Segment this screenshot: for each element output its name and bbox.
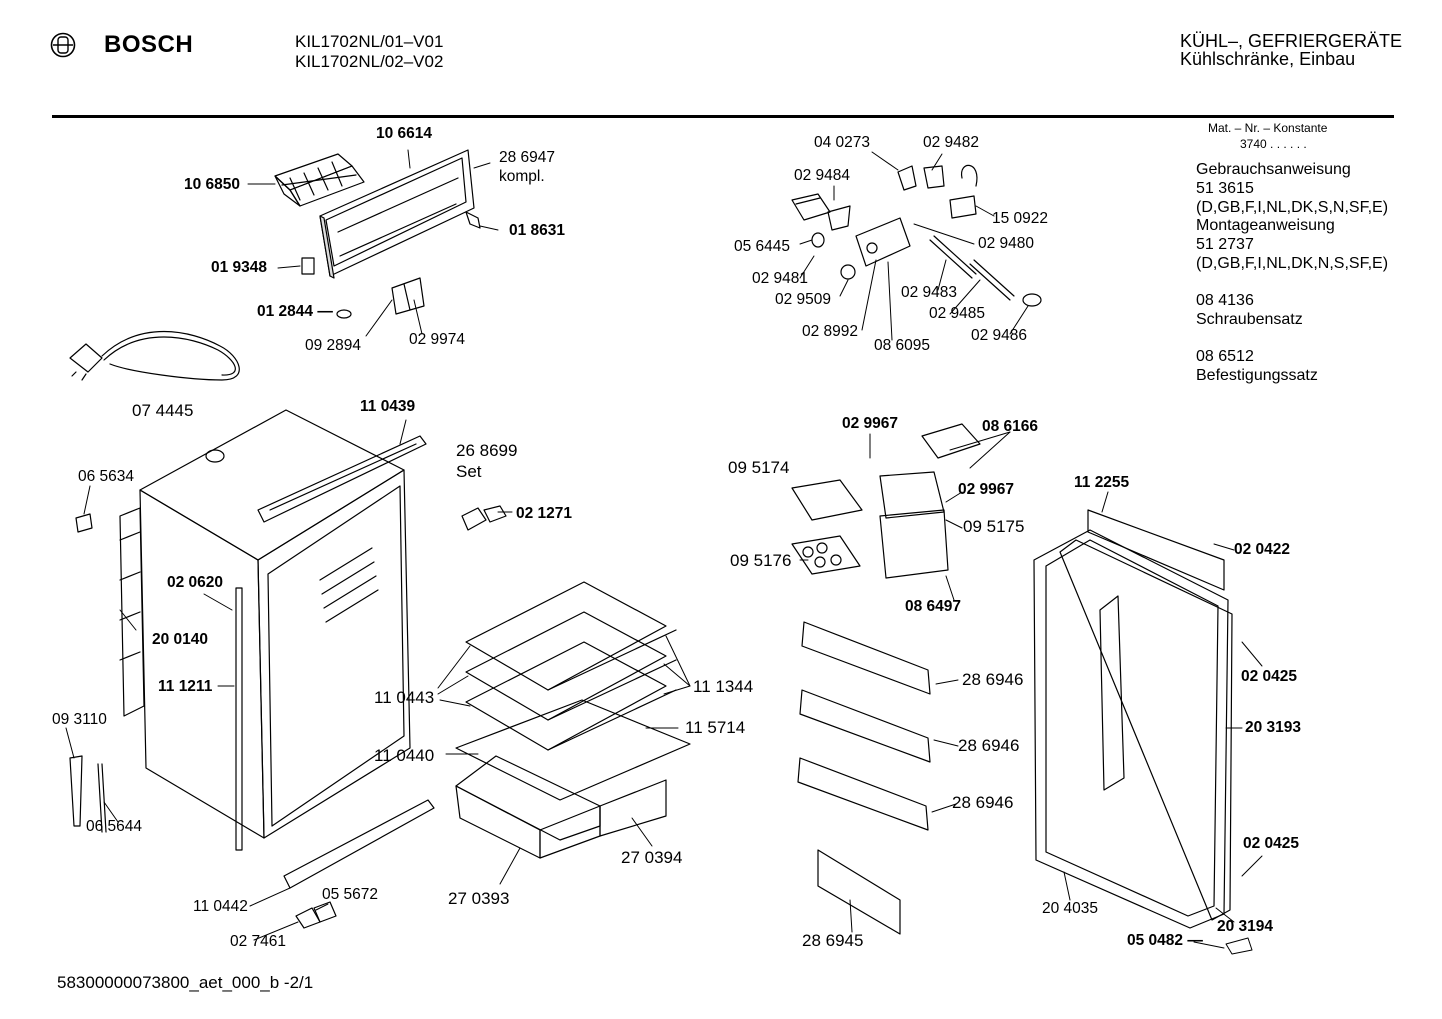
part-label: 20 4035 [1042,900,1099,917]
part-label: 02 9967 [842,415,899,432]
brand-name: BOSCH [104,31,194,58]
main-door [1034,510,1232,928]
part-label: 06 5644 [86,818,143,835]
part-label: 02 9967 [958,481,1015,498]
sidebar-line: 08 6512 [1196,348,1254,365]
cabinet [120,410,410,850]
mat-nr-label: Mat. – Nr. – Konstante [1208,121,1328,135]
part-label: 11 0439 [360,398,416,415]
part-label: 11 0442 [193,898,248,915]
ice-tray [275,154,364,206]
part-label: 02 9509 [775,291,832,308]
model-line-2: KIL1702NL/02–V02 [295,52,444,71]
part-label: 20 0140 [152,631,209,648]
part-label: 11 5714 [685,718,746,737]
model-line-1: KIL1702NL/01–V01 [295,32,444,51]
part-label: 28 6947 [499,149,556,166]
part-label: 01 8631 [509,222,566,239]
part-label: 02 0620 [167,574,224,591]
sidebar-line: Befestigungssatz [1196,367,1318,384]
part-label: 27 0394 [621,848,683,867]
part-label: 02 0425 [1243,835,1300,852]
part-label: 02 9482 [923,134,980,151]
freezer-door-assembly [320,150,480,278]
part-label: 02 9974 [409,331,466,348]
part-label: 02 9485 [929,305,986,322]
part-label: 06 5634 [78,468,135,485]
glass-shelves [466,582,676,750]
brand: BOSCH [50,30,200,62]
part-label: 10 6850 [184,176,241,193]
part-label: 02 0422 [1234,541,1291,558]
part-label: 08 6497 [905,598,962,615]
part-label: 11 0440 [374,746,435,765]
part-label: 02 9486 [971,327,1028,344]
part-label: 28 6946 [962,670,1024,689]
part-label: 09 3110 [52,711,107,728]
part-label: 11 2255 [1074,474,1130,491]
part-label: 02 9483 [901,284,958,301]
part-label: 08 6166 [982,418,1039,435]
part-label: 02 0425 [1241,668,1298,685]
category-line-1: KÜHL–, GEFRIERGERÄTE [1180,31,1403,51]
part-label: 07 4445 [132,401,194,420]
part-label: 10 6614 [376,125,433,142]
part-label: 05 0482 — [1127,932,1203,949]
sidebar-line: (D,GB,F,I,NL,DK,N,S,SF,E) [1196,255,1389,272]
part-label: 02 8992 [802,323,859,340]
part-label: 11 1344 [693,677,754,696]
part-label: Set [456,462,482,481]
part-label: 02 1271 [516,505,573,522]
part-label: 28 6946 [958,736,1020,755]
door-shelf-racks [792,424,980,934]
sidebar-line: Gebrauchsanweisung [1196,161,1351,178]
part-label: 20 3194 [1217,918,1274,935]
top-rail [258,436,426,522]
thermostat-group [792,165,1041,306]
bosch-logo-icon [50,32,76,58]
sidebar-line: 08 4136 [1196,292,1254,309]
power-cord [70,332,239,381]
part-label: 11 1211 [158,678,213,695]
part-label: 28 6946 [952,793,1014,812]
bottom-rail [284,800,434,888]
part-label: 15 0922 [992,210,1049,227]
part-label: 02 9484 [794,167,851,184]
part-label: 09 5175 [963,517,1025,536]
category-line-2: Kühlschränke, Einbau [1180,49,1356,69]
part-label: 27 0393 [448,889,510,908]
part-label: 01 9348 [211,259,268,276]
sidebar-line: Montageanweisung [1196,217,1335,234]
part-label: 11 0443 [374,688,435,707]
part-label: 04 0273 [814,134,871,151]
sidebar-line: (D,GB,F,I,NL,DK,S,N,SF,E) [1196,199,1389,216]
part-label: 02 9480 [978,235,1035,252]
sidebar-line: Schraubensatz [1196,311,1303,328]
hinge-parts [76,506,506,928]
part-label: 09 5176 [730,551,792,570]
part-label: 09 2894 [305,337,362,354]
part-label: 09 5174 [728,458,790,477]
part-label: kompl. [499,168,545,185]
part-label: 28 6945 [802,931,864,950]
part-label: 02 7461 [230,933,287,950]
sidebar-line: 51 3615 [1196,180,1254,197]
hinge-small-parts [302,258,424,318]
part-label: 02 9481 [752,270,809,287]
part-label: 08 6095 [874,337,931,354]
part-label: 26 8699 [456,441,518,460]
header-divider [52,115,1394,118]
vegetable-drawers [456,700,690,858]
part-label: 01 2844 — [257,303,333,320]
sidebar-line: 51 2737 [1196,236,1254,253]
mat-nr-value: 3740 . . . . . . [1240,137,1307,151]
leader-lines [66,150,1262,954]
part-label: 05 5672 [322,886,379,903]
sensor-parts [70,756,106,832]
part-label: 05 6445 [734,238,791,255]
document-id: 58300000073800_aet_000_b -2/1 [57,973,314,992]
part-label: 20 3193 [1245,719,1302,736]
